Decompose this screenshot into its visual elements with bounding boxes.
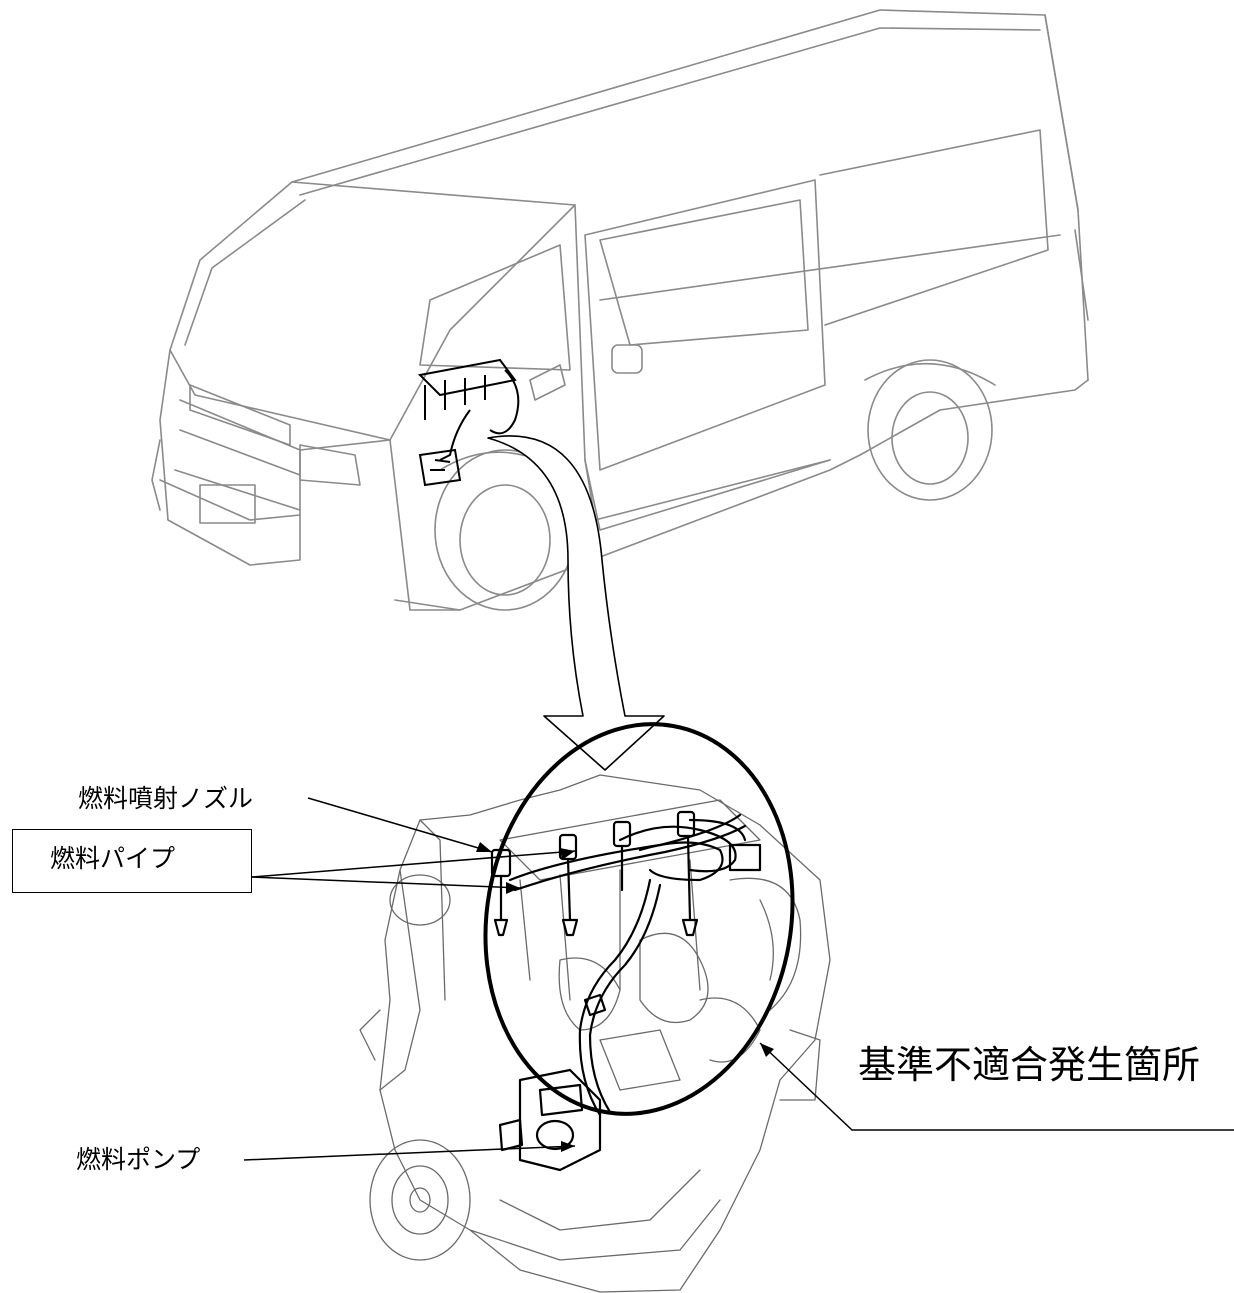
leader-defect (759, 1042, 1234, 1131)
arrowhead-pump (561, 1141, 575, 1152)
fuel-pipe-label: 燃料パイプ (50, 844, 176, 873)
arrowhead-pipe-lower (560, 848, 575, 860)
arrowhead-nozzle (476, 842, 492, 852)
leader-nozzle (307, 797, 493, 853)
leader-pipe-lower (251, 850, 576, 878)
zoom-arrow (487, 435, 665, 771)
fuel-pipe-label-box (12, 829, 252, 893)
fuel-injection-nozzle-label: 燃料噴射ノズル (78, 784, 254, 813)
arrowhead-pipe-upper (506, 882, 520, 894)
leader-lines (243, 797, 1234, 1161)
fuel-system-drawing (490, 810, 762, 1172)
leader-arrowheads (476, 842, 774, 1152)
leader-pump (243, 1145, 576, 1161)
arrowhead-defect (760, 1043, 774, 1057)
highlight-ellipse (483, 722, 795, 1116)
leader-pipe-upper (251, 876, 521, 889)
van-illustration (151, 9, 1089, 611)
fuel-pump-label: 燃料ポンプ (76, 1145, 201, 1174)
van-engine-highlight (417, 358, 520, 487)
engine-illustration (359, 774, 831, 1293)
defect-location-label: 基準不適合発生箇所 (858, 1043, 1201, 1087)
